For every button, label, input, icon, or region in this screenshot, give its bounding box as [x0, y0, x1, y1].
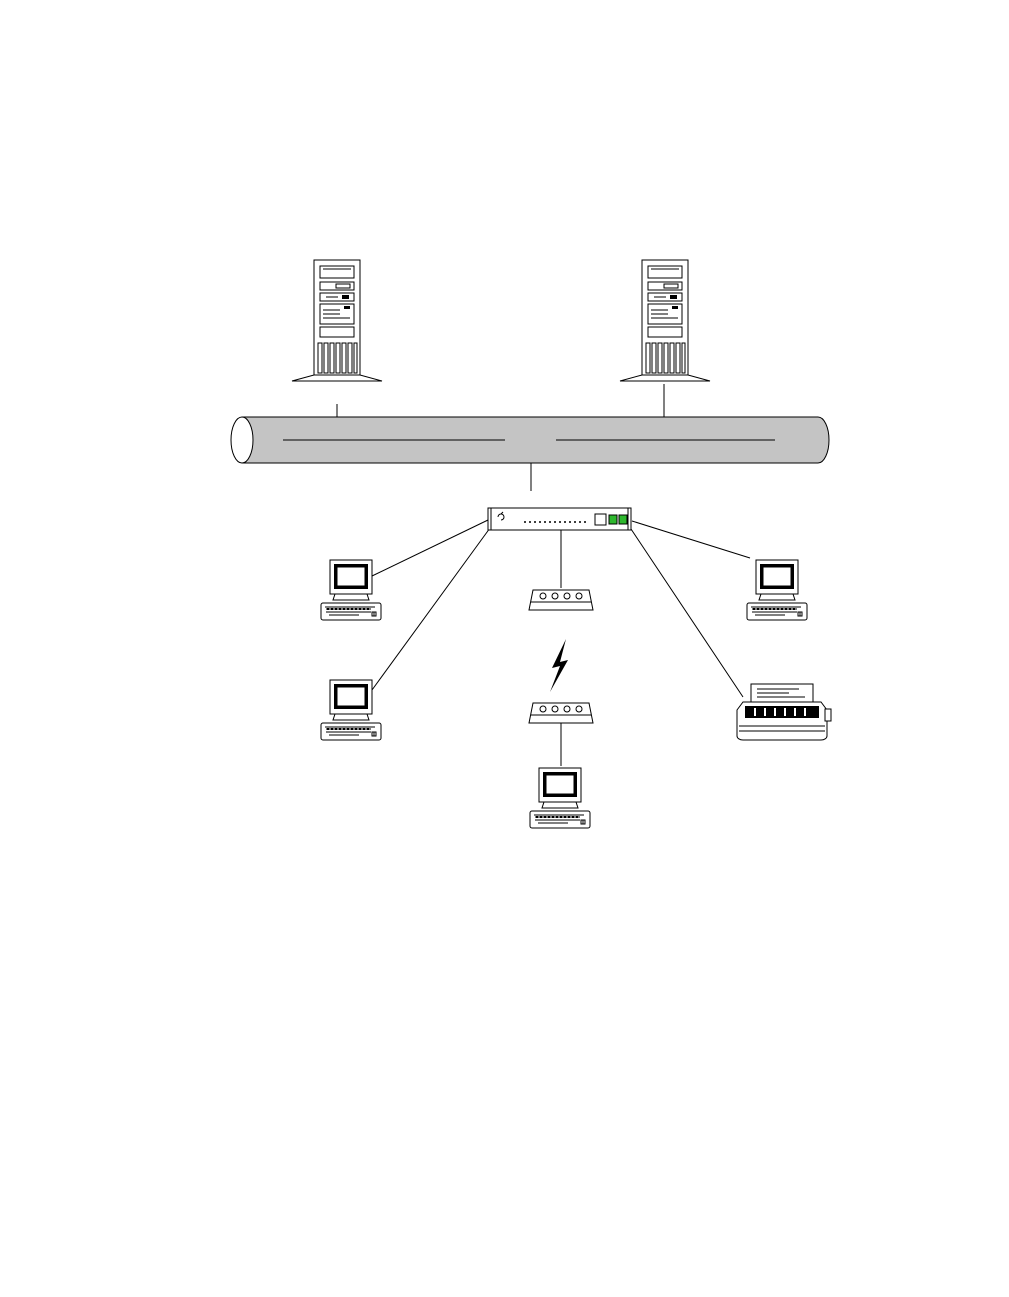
network-hub-icon — [488, 508, 631, 530]
hub-status-light-2 — [619, 515, 627, 524]
printer-icon — [737, 684, 831, 740]
wireless-link-icon — [550, 639, 568, 692]
desktop-computer-icon — [747, 560, 807, 620]
desktop-computer-icon — [530, 768, 590, 828]
link-hub-workstation-right — [632, 521, 750, 558]
modem-icon — [529, 703, 593, 723]
tower-server-icon — [620, 260, 710, 381]
link-hub-workstation-left-1 — [372, 520, 488, 576]
tower-server-icon — [292, 260, 382, 381]
link-hub-workstation-left-2 — [372, 528, 490, 690]
hub-status-light-1 — [609, 515, 617, 524]
desktop-computer-icon — [321, 560, 381, 620]
link-hub-printer — [631, 529, 743, 697]
backbone-cable-icon — [231, 417, 829, 463]
modem-icon — [529, 590, 593, 610]
desktop-computer-icon — [321, 680, 381, 740]
